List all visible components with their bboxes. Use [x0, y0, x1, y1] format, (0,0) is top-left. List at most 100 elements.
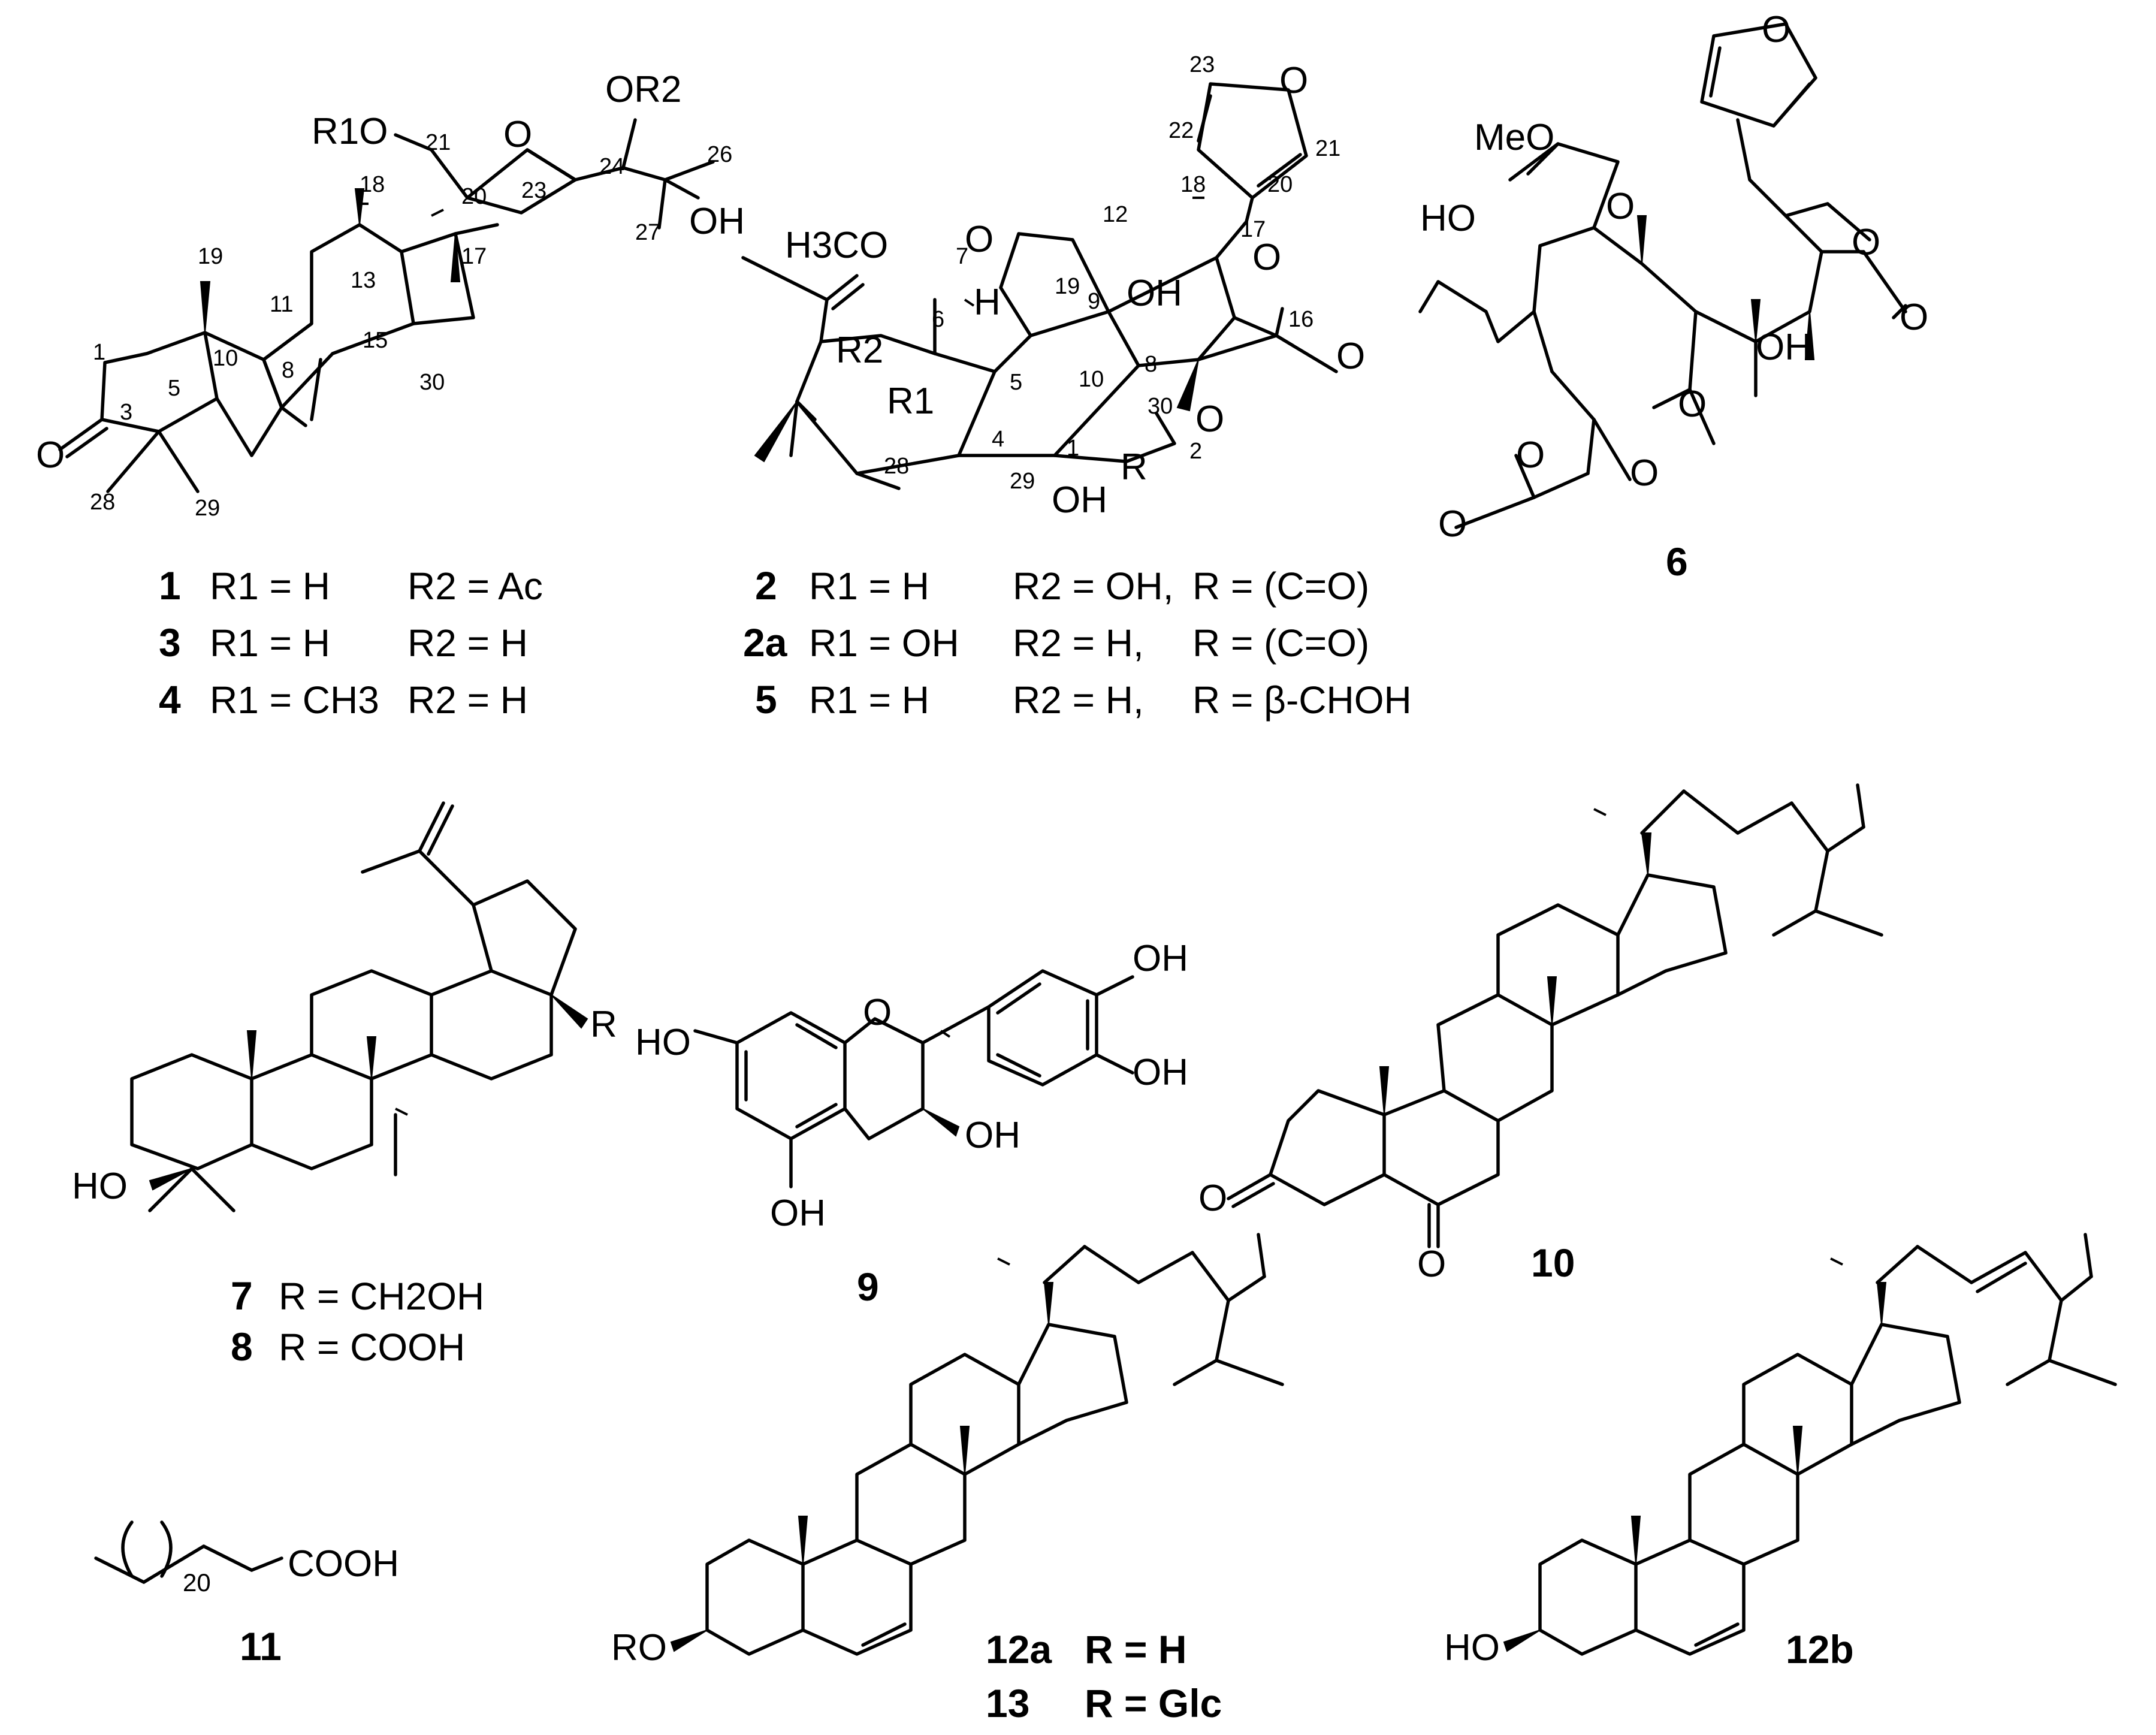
s1-atom-r1o: R1O: [312, 111, 388, 152]
s2-locant-17: 17: [1240, 217, 1266, 242]
s1-def-4-r2: R2 = H: [407, 678, 528, 722]
s6-atom-oh: OH: [1756, 327, 1811, 368]
s2-locant-10: 10: [1079, 367, 1104, 392]
s6-atom-o-lactone: O: [1852, 222, 1880, 263]
s1-locant-21: 21: [425, 130, 451, 155]
s9-atom-ho: HO: [635, 1022, 691, 1063]
compound-label-6: 6: [1666, 539, 1688, 584]
s2-atom-o-furan: O: [1279, 60, 1308, 101]
s2-locant-2: 2: [1189, 439, 1202, 464]
s6-atom-o-bridge: O: [1678, 384, 1707, 425]
s2-locant-4: 4: [992, 427, 1004, 452]
s1-def-1-r2: R2 = Ac: [407, 565, 543, 608]
structure-12a: RO 12a R = H 13 R = Glc: [611, 1233, 1284, 1725]
s6-atom-o-acetate: O: [1516, 434, 1545, 476]
s1-locant-1: 1: [93, 340, 105, 365]
s2-def-2a-r1: R1 = OH: [809, 621, 959, 665]
s2-atom-oh-top: OH: [1127, 273, 1182, 314]
s2-atom-h3co: H3CO: [785, 225, 888, 266]
s2-locant-21: 21: [1315, 136, 1340, 161]
s1-locant-24: 24: [599, 154, 624, 179]
s2-def-2-r: R = (C=O): [1192, 565, 1369, 608]
compound-label-5: 5: [755, 677, 777, 722]
s1-def-3-r1: R1 = H: [210, 621, 330, 665]
s1-locant-27: 27: [635, 220, 660, 245]
structure-12b: HO 12b: [1444, 1233, 2117, 1671]
s7-atom-r: R: [590, 1004, 617, 1045]
s6-atom-o-lactone-carbonyl: O: [1900, 297, 1928, 338]
compound-label-2a: 2a: [743, 620, 788, 665]
s9-atom-oh-3p: OH: [1133, 1052, 1188, 1093]
s2-def-2a-r: R = (C=O): [1192, 621, 1369, 665]
s2-def-5-r2: R2 = H,: [1013, 678, 1144, 722]
compound-label-10: 10: [1531, 1241, 1575, 1285]
s2-locant-12: 12: [1103, 202, 1128, 227]
compound-label-12b: 12b: [1786, 1627, 1854, 1671]
s2-atom-o-carbonyl-16: O: [1336, 336, 1365, 377]
structure-11: 20 COOH 11: [94, 1520, 399, 1668]
s6-atom-ho: HO: [1420, 198, 1476, 239]
s6-atom-o-keto: O: [1630, 452, 1659, 494]
s2-locant-18: 18: [1180, 172, 1206, 197]
s2-def-2-r2: R2 = OH,: [1013, 565, 1174, 608]
s2-def-5-r1: R1 = H: [809, 678, 929, 722]
s7-def-8: R = COOH: [279, 1326, 465, 1369]
s6-atom-o-furan: O: [1762, 9, 1790, 50]
structure-1: O R1O O OR2 OH 1 3 5 8 10 11 13 15 17 18…: [36, 69, 745, 722]
structure-6: MeO O HO O O O OH O O O O 6: [1418, 9, 1928, 584]
s1-atom-o-ketone: O: [36, 434, 65, 476]
compound-label-2: 2: [755, 563, 777, 608]
s2-atom-r1: R1: [887, 381, 934, 422]
s1-locant-23: 23: [521, 178, 546, 203]
s2-locant-30: 30: [1148, 394, 1173, 419]
s1-locant-10: 10: [213, 346, 238, 371]
s2-locant-6: 6: [932, 307, 944, 332]
s2-locant-19: 19: [1055, 274, 1080, 299]
s9-atom-oh-4p: OH: [1133, 938, 1188, 979]
s1-locant-8: 8: [282, 358, 294, 383]
compound-label-11: 11: [240, 1624, 282, 1668]
s6-atom-o-acetate-carbonyl: O: [1438, 503, 1467, 545]
s2-atom-o-bridge: O: [1195, 399, 1224, 440]
s1-locant-20: 20: [461, 184, 487, 209]
s6-atom-o-carbonyl: O: [1606, 186, 1635, 227]
s11-atom-cooh: COOH: [288, 1543, 399, 1585]
compound-label-4: 4: [159, 677, 181, 722]
s2-locant-22: 22: [1168, 118, 1194, 143]
s1-locant-17: 17: [461, 244, 487, 269]
s2-locant-7: 7: [956, 244, 968, 269]
s1-locant-18: 18: [360, 172, 385, 197]
s2-atom-h: H: [974, 282, 1001, 323]
compound-label-12a: 12a: [986, 1627, 1052, 1671]
s11-repeat-subscript: 20: [183, 1568, 211, 1597]
s1-locant-26: 26: [707, 142, 732, 167]
s2-locant-1: 1: [1067, 436, 1079, 461]
s2-atom-r2: R2: [836, 330, 883, 371]
structure-9: HO O OH OH OH OH 9: [635, 938, 1188, 1309]
s2-locant-16: 16: [1288, 307, 1313, 332]
s6-atom-meo: MeO: [1474, 117, 1554, 158]
s9-atom-o-ring: O: [863, 992, 892, 1033]
s2-locant-5: 5: [1010, 370, 1022, 395]
s1-def-3-r2: R2 = H: [407, 621, 528, 665]
s1-locant-29: 29: [195, 496, 220, 521]
s7-def-7: R = CH2OH: [279, 1275, 484, 1318]
s1-locant-15: 15: [363, 328, 388, 353]
s12b-atom-ho: HO: [1444, 1627, 1500, 1668]
s1-atom-o-ring: O: [503, 114, 532, 155]
s1-locant-3: 3: [120, 400, 132, 425]
s2-locant-8: 8: [1145, 352, 1157, 377]
s2-locant-23: 23: [1189, 52, 1215, 77]
structure-7: HO R 7 R = CH2OH 8 R = COOH: [72, 801, 617, 1369]
compound-label-3: 3: [159, 620, 181, 665]
s2-def-2a-r2: R2 = H,: [1013, 621, 1144, 665]
s1-locant-28: 28: [90, 490, 115, 515]
s10-atom-o-6: O: [1417, 1244, 1446, 1285]
s1-atom-oh: OH: [689, 201, 745, 242]
s2-atom-r: R: [1121, 446, 1148, 488]
compound-label-13: 13: [986, 1681, 1029, 1725]
s1-def-4-r1: R1 = CH3: [210, 678, 379, 722]
s1-def-1-r1: R1 = H: [210, 565, 330, 608]
